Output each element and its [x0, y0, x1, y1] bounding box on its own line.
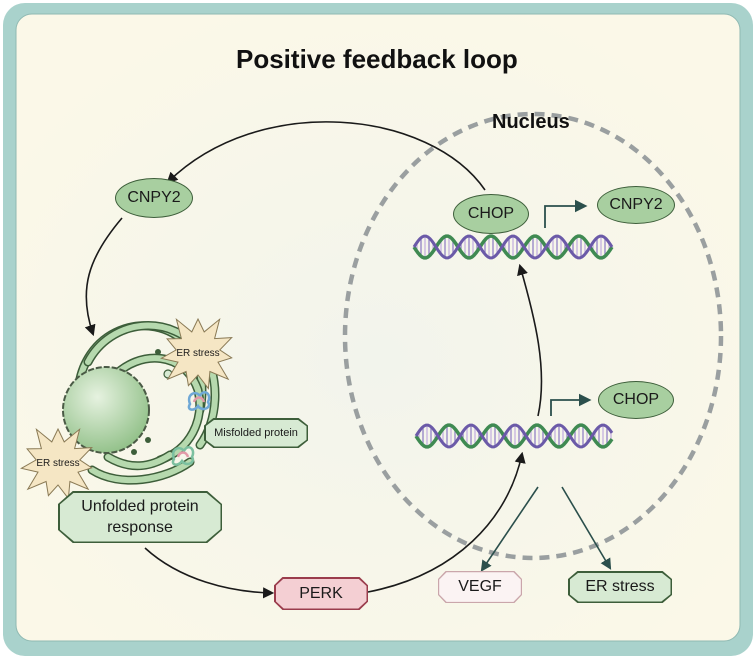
- vegf-box: VEGF: [438, 571, 522, 603]
- vegf-label: VEGF: [439, 572, 521, 602]
- transcription-arrow-chop: [550, 393, 592, 416]
- cnpy2-cytoplasm-node: CNPY2: [115, 178, 193, 218]
- dna-strand: [414, 423, 614, 449]
- er-stress-star-label-left: ER stress: [36, 457, 80, 469]
- nucleus-label: Nucleus: [492, 111, 570, 133]
- upr-label: Unfolded protein response: [59, 492, 221, 542]
- starburst-icon: [20, 427, 93, 500]
- arrow-cnpy2-to-er: [84, 217, 123, 337]
- misfolded-protein-icon: [187, 391, 211, 411]
- perk-label: PERK: [275, 578, 367, 609]
- er-stress-box-label: ER stress: [569, 572, 671, 602]
- er-stress-box: ER stress: [568, 571, 672, 603]
- misfolded-protein-label: Misfolded protein: [205, 419, 307, 447]
- dna-strand: [412, 234, 614, 260]
- transcription-arrow-cnpy2: [544, 199, 588, 228]
- arrow-upr-to-perk: [144, 547, 275, 599]
- dna-helix-icon: [414, 423, 614, 449]
- nucleus-boundary: [342, 111, 724, 561]
- perk-box: PERK: [274, 577, 368, 610]
- dna-strand: [412, 234, 614, 260]
- arrow-to-er-stress: [561, 486, 612, 570]
- upr-label-line1: Unfolded protein: [81, 498, 199, 515]
- chop-nucleus-node: CHOP: [453, 194, 529, 234]
- upr-box: Unfolded protein response: [58, 491, 222, 543]
- arrow-dna-to-dna: [517, 263, 543, 417]
- dna-helix-icon: [412, 234, 614, 260]
- starburst-icon: [160, 317, 233, 390]
- diagram-title: Positive feedback loop: [236, 44, 518, 74]
- arrow-chop-to-cnpy2: [166, 121, 486, 191]
- upr-label-line2: response: [107, 519, 173, 536]
- inner-panel: [15, 13, 741, 642]
- arrow-perk-to-dna: [367, 451, 526, 593]
- chop-product-node: CHOP: [598, 381, 674, 419]
- cnpy2-nucleus-node: CNPY2: [597, 186, 675, 224]
- dna-strand: [414, 423, 614, 449]
- er-stress-star-label-top: ER stress: [176, 347, 220, 359]
- arrow-to-vegf: [480, 486, 539, 572]
- misfolded-protein-icon: [171, 446, 195, 466]
- misfolded-protein-box: Misfolded protein: [204, 418, 308, 448]
